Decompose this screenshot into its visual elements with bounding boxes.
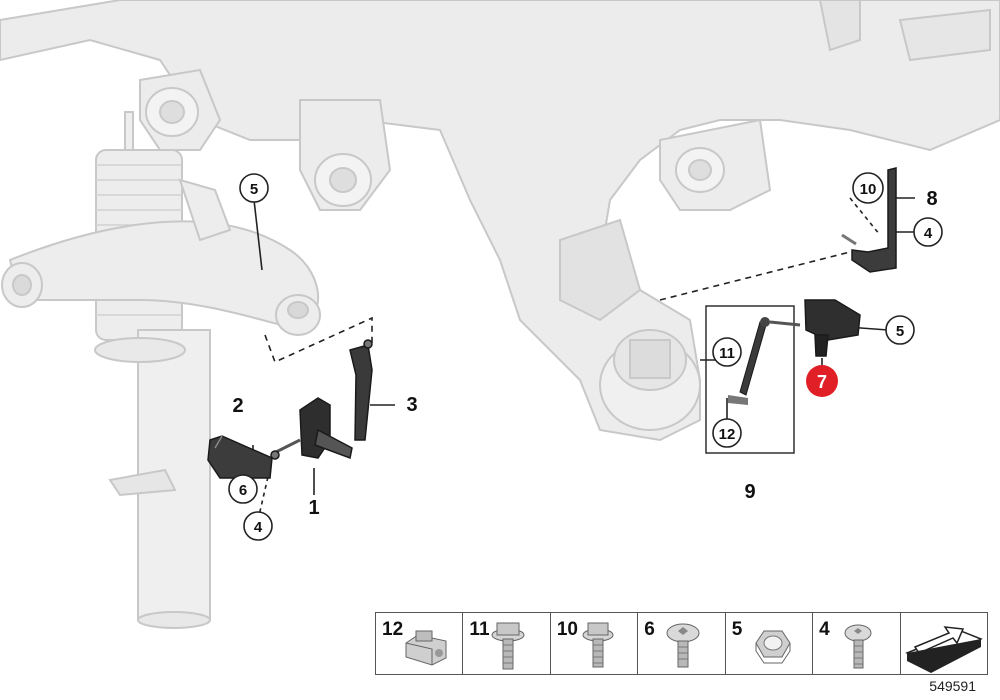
callout-11: 11 (712, 337, 742, 367)
svg-text:12: 12 (719, 426, 736, 443)
linkage-kit-part-9 (705, 305, 801, 454)
callout-10: 10 (852, 172, 884, 204)
hex-nut-icon (755, 630, 791, 664)
legend-label: 11 (469, 619, 490, 640)
callout-4-lower: 4 (243, 511, 273, 541)
legend-label: 5 (731, 619, 743, 640)
svg-text:4: 4 (924, 225, 933, 242)
callout-3: 3 (406, 394, 417, 416)
svg-text:4: 4 (254, 519, 263, 536)
legend-item-10: 10 (549, 613, 637, 674)
svg-text:5: 5 (250, 181, 258, 198)
control-arm (1, 178, 321, 336)
legend-label: 6 (644, 619, 655, 640)
svg-text:7: 7 (817, 372, 827, 392)
legend-item-5: 5 (724, 613, 812, 674)
clip-nut-icon (405, 630, 447, 666)
callout-5-upper: 5 (239, 173, 269, 203)
svg-text:11: 11 (719, 345, 735, 362)
torx-screw-icon (844, 624, 872, 669)
bracket-part-2 (207, 435, 273, 479)
callout-9: 9 (744, 481, 755, 503)
callout-12: 12 (712, 418, 742, 448)
svg-text:6: 6 (239, 482, 247, 499)
hex-flange-bolt-icon (491, 622, 525, 670)
callout-7-highlighted[interactable]: 7 (806, 358, 838, 397)
svg-text:10: 10 (860, 181, 877, 198)
legend-item-6: 6 (637, 613, 724, 674)
linkage-rod-part-3 (349, 339, 373, 441)
callout-5-right: 5 (885, 315, 915, 345)
svg-text:5: 5 (896, 323, 904, 340)
legend-label: 12 (382, 619, 404, 640)
callout-4-right: 4 (913, 217, 943, 247)
legend-label: 10 (556, 619, 578, 640)
legend-item-4: 4 (812, 613, 899, 674)
legend-item-12: 12 (376, 613, 462, 674)
bracket-part-8 (841, 167, 897, 273)
height-sensor-part-7 (804, 299, 861, 357)
callout-8: 8 (926, 188, 937, 210)
hex-flange-bolt-icon (582, 622, 614, 668)
legend-item-11: 11 (462, 613, 549, 674)
legend-item-direction (899, 613, 987, 674)
diagram-number: 549591 (929, 678, 976, 694)
direction-arrow-icon (904, 626, 983, 673)
callout-6: 6 (228, 474, 258, 504)
callout-2: 2 (232, 395, 243, 417)
callout-1: 1 (308, 497, 319, 519)
legend-label: 4 (819, 619, 830, 640)
rear-subframe (0, 0, 1000, 442)
fastener-legend: 12 11 10 6 (375, 612, 988, 675)
height-sensor-part-1 (270, 397, 353, 460)
torx-screw-icon (666, 623, 700, 668)
